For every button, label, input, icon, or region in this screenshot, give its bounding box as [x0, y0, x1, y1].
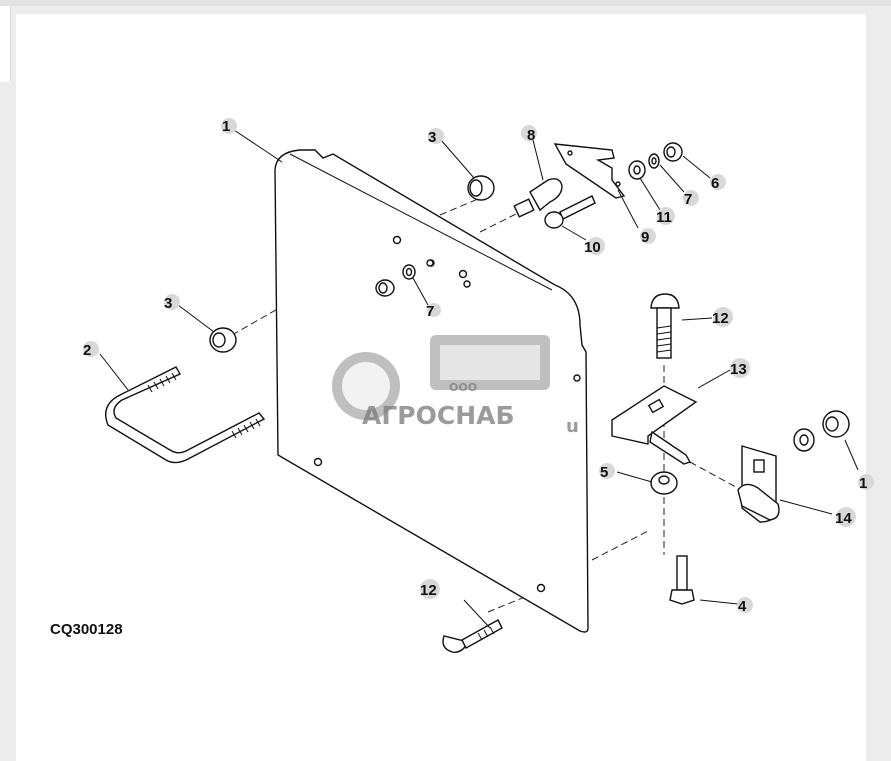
washer-right — [793, 428, 815, 452]
callout-10: 10 — [584, 237, 605, 256]
nut-left — [209, 327, 237, 353]
callout-14: 14 — [835, 507, 856, 527]
callout-12-upper: 12 — [712, 307, 733, 327]
watermark-logo: ООО АГРОСНАБ u — [332, 335, 579, 437]
carriage-bolt-upper — [650, 293, 680, 359]
callout-8: 8 — [521, 125, 537, 144]
bracket — [553, 143, 626, 199]
svg-text:14: 14 — [835, 510, 852, 527]
top-bar — [0, 0, 891, 6]
svg-text:1: 1 — [222, 118, 230, 135]
callout-7-center: 7 — [426, 303, 441, 320]
callout-9: 9 — [640, 228, 656, 246]
washer-11 — [628, 160, 646, 180]
callout-3-left: 3 — [164, 294, 180, 312]
svg-text:1: 1 — [859, 475, 867, 492]
callout-6: 6 — [710, 174, 726, 192]
callout-2: 2 — [83, 341, 99, 359]
callouts: 1 2 3 3 4 5 6 7 — [83, 118, 874, 615]
watermark-small: ООО — [449, 381, 477, 394]
svg-text:12: 12 — [712, 310, 729, 327]
leader-lines — [99, 129, 859, 629]
nut-5 — [650, 471, 678, 495]
diagram-code: CQ300128 — [50, 621, 123, 638]
carriage-bolt-lower — [442, 619, 503, 653]
callout-5: 5 — [599, 463, 615, 481]
callout-12-lower: 12 — [420, 579, 440, 599]
nut-6 — [663, 142, 683, 162]
stud-knob — [513, 178, 563, 218]
svg-text:13: 13 — [730, 361, 747, 378]
svg-text:5: 5 — [600, 464, 608, 481]
callout-7-right: 7 — [683, 190, 699, 208]
svg-text:4: 4 — [738, 598, 747, 615]
svg-text:10: 10 — [584, 239, 601, 256]
mounting-plate — [274, 149, 589, 633]
svg-text:12: 12 — [420, 582, 437, 599]
left-panel-edge — [0, 6, 11, 82]
nut-right — [822, 410, 850, 438]
hook-bracket — [737, 445, 780, 523]
watermark-suffix: u — [566, 416, 579, 437]
bolt-4 — [669, 555, 695, 605]
svg-text:6: 6 — [711, 175, 719, 192]
bolt-10 — [544, 195, 596, 229]
svg-text:7: 7 — [684, 191, 692, 208]
svg-text:7: 7 — [426, 303, 434, 320]
nut-upper — [467, 175, 495, 201]
callout-3-upper: 3 — [428, 128, 444, 146]
lock-washer-7 — [648, 153, 660, 169]
callout-1: 1 — [221, 118, 237, 135]
nut-center — [375, 259, 434, 297]
svg-text:3: 3 — [164, 295, 172, 312]
clamp — [611, 385, 698, 465]
svg-text:8: 8 — [527, 127, 535, 144]
svg-text:11: 11 — [656, 209, 672, 226]
watermark-name: АГРОСНАБ — [362, 401, 515, 430]
callout-13: 13 — [730, 358, 750, 378]
svg-text:2: 2 — [83, 342, 91, 359]
svg-text:3: 3 — [428, 129, 436, 146]
u-bolt — [105, 366, 266, 464]
svg-text:9: 9 — [641, 229, 649, 246]
callout-4: 4 — [737, 597, 753, 615]
callout-11: 11 — [656, 207, 675, 226]
callout-1-right-edge: 1 — [858, 474, 874, 492]
